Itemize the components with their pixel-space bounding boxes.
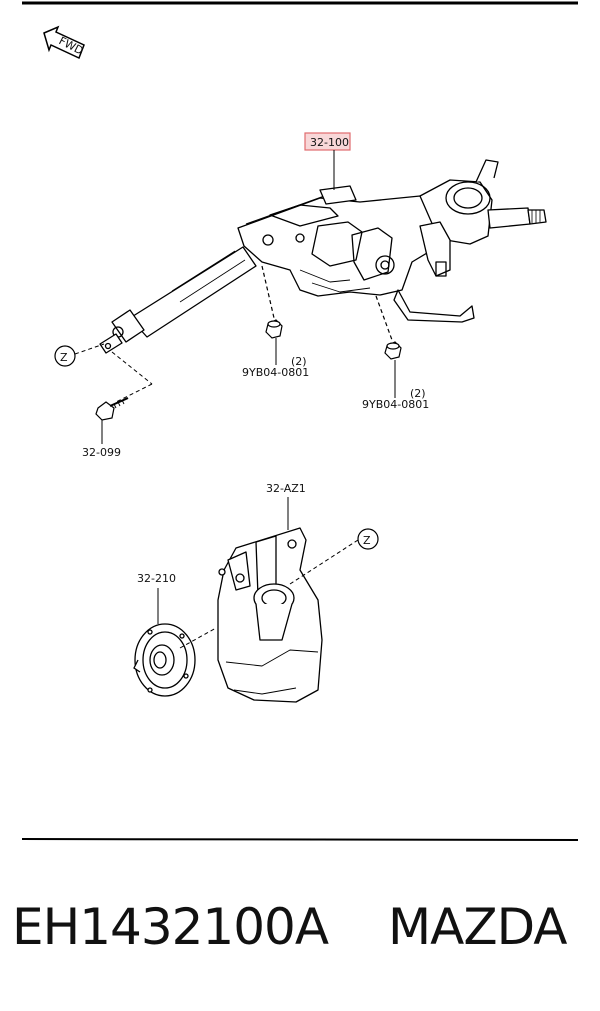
- callout-highlight-box: [304, 132, 351, 151]
- ref-z-left-icon: Z: [54, 345, 76, 367]
- bolt-icon: [95, 397, 129, 444]
- callout-nut-right-qty: (2): [410, 387, 426, 400]
- part-caption: EH1432100A MAZDA: [0, 898, 600, 968]
- steering-column-drawing: [99, 159, 547, 354]
- callout-nut-left: 9YB04-0801: [242, 366, 309, 379]
- callout-nut-right: 9YB04-0801: [362, 398, 429, 411]
- callout-steering-column: 32-100: [310, 136, 349, 149]
- nut-right-icon: [375, 295, 402, 398]
- callout-seal: 32-210: [137, 572, 176, 585]
- fwd-arrow-icon: FWD: [43, 25, 85, 60]
- leader-z-left: [74, 343, 105, 355]
- part-number-text: EH1432100A: [12, 898, 329, 956]
- boot-cover-drawing: [217, 527, 323, 703]
- ref-z-right-icon: Z: [357, 528, 379, 550]
- callout-bolt: 32-099: [82, 446, 121, 459]
- brand-text: MAZDA: [388, 898, 567, 956]
- callout-boot-cover: 32-AZ1: [266, 482, 306, 495]
- dashed-bolt-path: [111, 351, 153, 385]
- bottom-separator: [21, 838, 579, 841]
- seal-drawing: [133, 623, 196, 697]
- ref-z-left-label: Z: [60, 351, 68, 364]
- dashed-bolt-path-2: [115, 383, 153, 403]
- ref-z-right-label: Z: [363, 534, 371, 547]
- nut-left-icon: [261, 265, 283, 365]
- callout-nut-left-qty: (2): [291, 355, 307, 368]
